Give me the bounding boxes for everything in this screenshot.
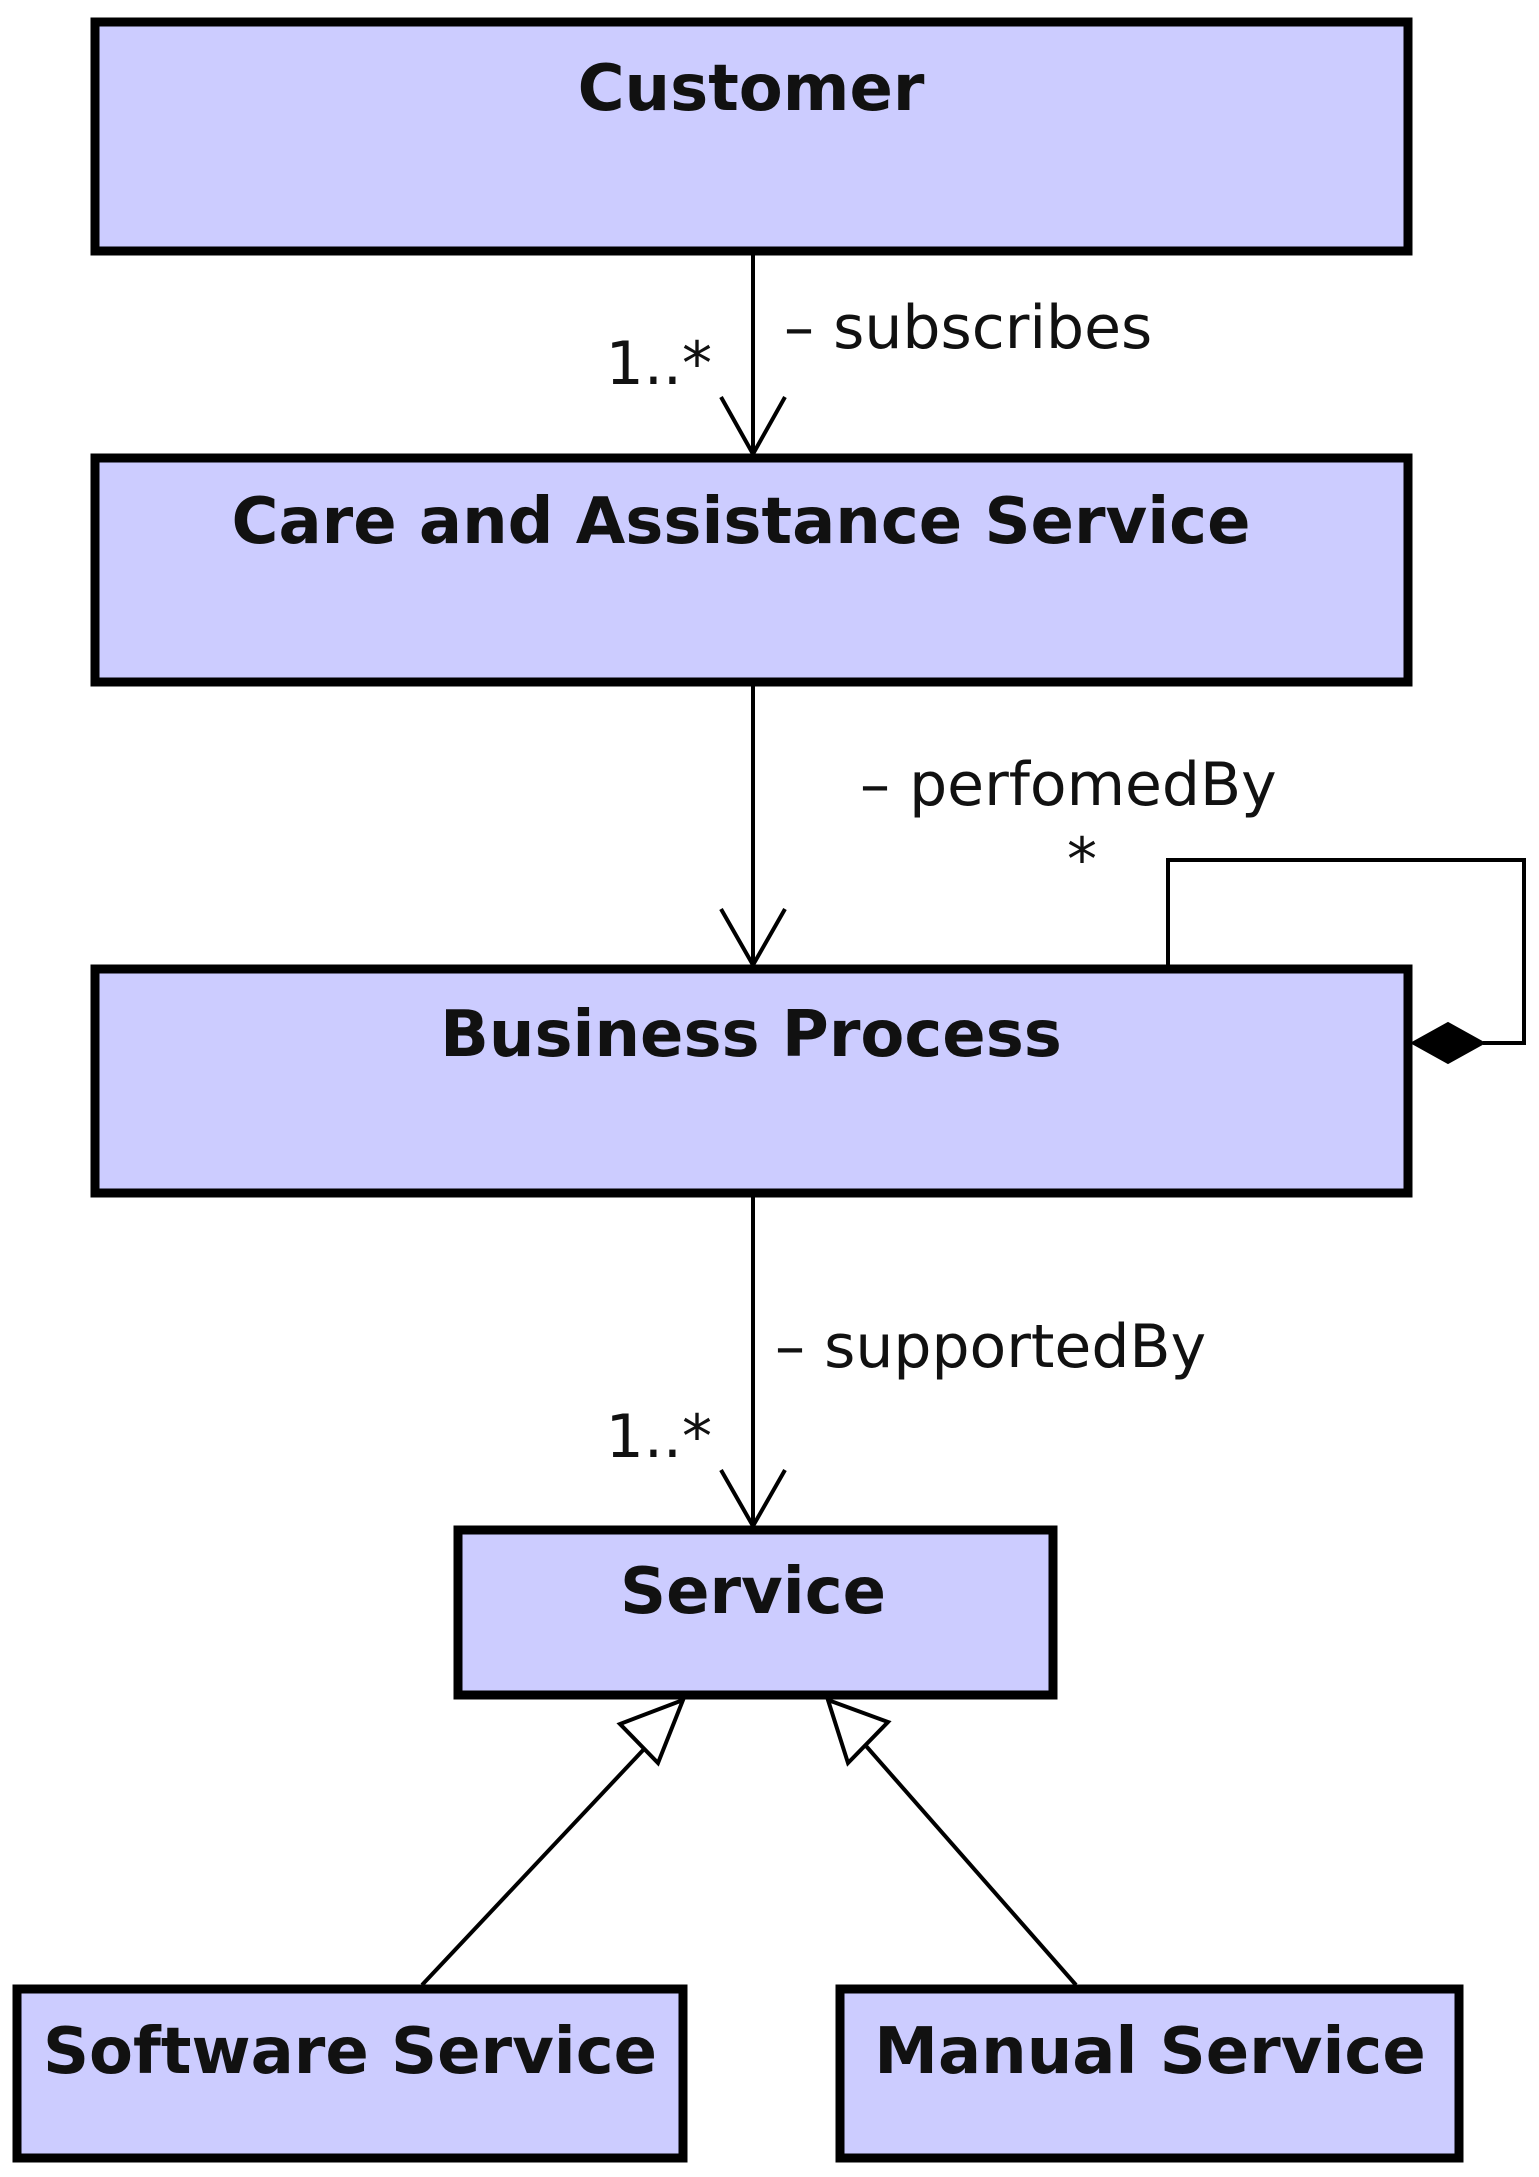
class-service[interactable]: Service: [453, 1525, 1058, 1700]
class-customer-name: Customer: [578, 52, 925, 126]
association-supported-by[interactable]: – supportedBy 1..*: [606, 1197, 1206, 1531]
class-software-service[interactable]: Software Service: [12, 1984, 688, 2163]
class-care-service-box: [90, 453, 1413, 687]
association-performed-by[interactable]: – perfomedBy *: [860, 750, 1526, 1065]
class-manual-service[interactable]: Manual Service: [835, 1984, 1464, 2163]
generalization-manual-service-line: [850, 1728, 1078, 1987]
generalization-software-service-line: [420, 1728, 664, 1987]
generalization-manual-service[interactable]: [824, 1696, 1078, 1987]
association-subscribes-role: – subscribes: [784, 293, 1152, 363]
association-supported-by-multiplicity: 1..*: [606, 1402, 712, 1472]
class-manual-service-box: [835, 1984, 1464, 2163]
association-subscribes-multiplicity: 1..*: [606, 329, 712, 399]
association-performed-by-line: [1166, 858, 1526, 1045]
association-supported-by-arrowhead: [719, 1469, 787, 1531]
association-care-to-process-arrowhead: [719, 908, 787, 970]
association-performed-by-multiplicity: *: [1067, 825, 1097, 895]
class-manual-service-name: Manual Service: [874, 2015, 1425, 2089]
association-supported-by-role: – supportedBy: [775, 1312, 1206, 1382]
association-care-to-process[interactable]: [719, 686, 787, 970]
class-business-process[interactable]: Business Process: [90, 964, 1413, 1198]
composition-diamond-icon: [1409, 1021, 1487, 1065]
class-care-service[interactable]: Care and Assistance Service: [90, 453, 1413, 687]
association-subscribes[interactable]: – subscribes 1..*: [606, 255, 1153, 459]
class-software-service-box: [12, 1984, 688, 2163]
generalization-manual-arrowhead-icon: [824, 1696, 892, 1767]
generalization-software-arrowhead-icon: [616, 1696, 687, 1767]
class-business-process-name: Business Process: [440, 998, 1062, 1072]
class-care-service-name: Care and Assistance Service: [231, 485, 1250, 559]
association-subscribes-arrowhead: [719, 396, 787, 459]
class-service-name: Service: [620, 1555, 886, 1629]
class-software-service-name: Software Service: [43, 2015, 657, 2089]
class-service-box: [453, 1525, 1058, 1700]
class-customer[interactable]: Customer: [90, 17, 1413, 256]
generalization-software-service[interactable]: [420, 1696, 687, 1987]
association-performed-by-role: – perfomedBy: [860, 750, 1277, 820]
class-business-process-box: [90, 964, 1413, 1198]
class-customer-box: [90, 17, 1413, 256]
